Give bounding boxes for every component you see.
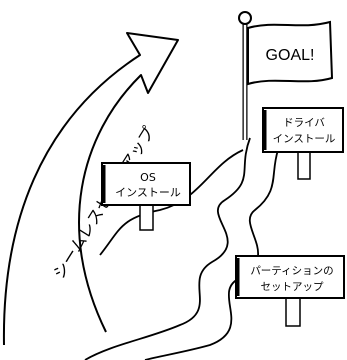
sign-partition-setup-line2: セットアップ (261, 281, 324, 293)
flag-cloth (247, 20, 334, 86)
sign-driver-install-line1: ドライバ (283, 117, 325, 129)
goal-text: GOAL! (266, 47, 315, 64)
goal-flag: GOAL! (238, 11, 334, 140)
sign-partition-setup: パーティションの セットアップ (235, 255, 345, 327)
sign-driver-install: ドライバ インストール (262, 107, 344, 180)
sign-partition-setup-line1: パーティションの (250, 265, 333, 277)
sign-driver-install-line2: インストール (273, 133, 336, 145)
sign-os-install: OS インストール (101, 162, 191, 231)
sign-os-install-line2: インストール (115, 186, 181, 199)
flag-pole-ball (238, 11, 252, 25)
sign-os-install-line1: OS (140, 171, 156, 184)
